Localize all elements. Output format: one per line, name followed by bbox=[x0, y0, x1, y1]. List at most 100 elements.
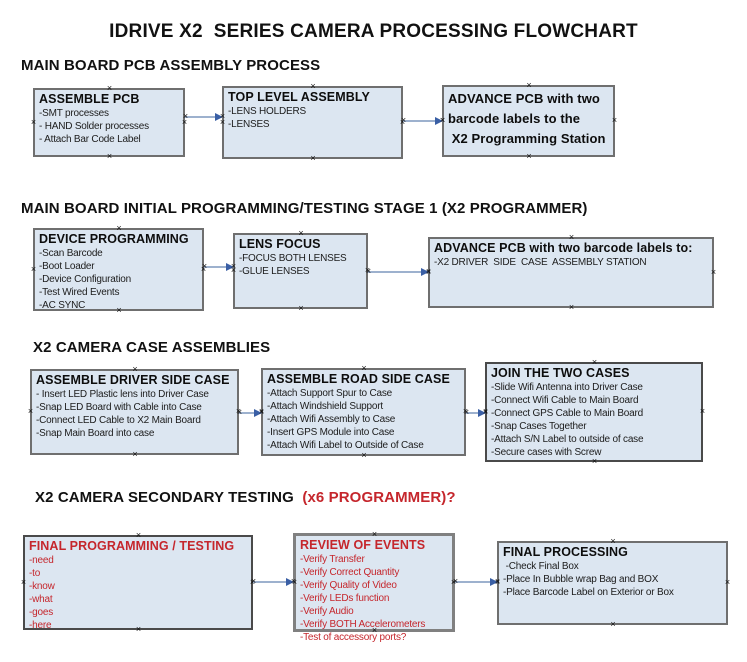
section-heading: MAIN BOARD PCB ASSEMBLY PROCESS bbox=[21, 57, 320, 74]
connector-endpoint-icon: × bbox=[219, 111, 226, 121]
flow-box: ASSEMBLE ROAD SIDE CASE -Attach Support S… bbox=[259, 364, 468, 460]
flow-arrow bbox=[403, 120, 436, 122]
anchor-x-icon: × bbox=[20, 576, 27, 587]
flow-box-line: -what bbox=[29, 594, 53, 605]
flow-box-title: ADVANCE PCB with two barcode labels to: bbox=[434, 241, 693, 255]
flow-box-line: -Attach Wifi Label to Outside of Case bbox=[267, 440, 424, 451]
flow-box: DEVICE PROGRAMMING-Scan Barcode-Boot Loa… bbox=[31, 224, 206, 315]
connector-endpoint-icon: × bbox=[400, 115, 407, 125]
flow-box-line: -X2 DRIVER SIDE CASE ASSEMBLY STATION bbox=[434, 257, 647, 268]
flow-box-line: - Attach Bar Code Label bbox=[39, 134, 141, 145]
flow-box-line: - HAND Solder processes bbox=[39, 121, 149, 132]
anchor-x-icon: × bbox=[106, 151, 113, 161]
flow-box-line: -know bbox=[29, 581, 55, 592]
flow-box: FINAL PROCESSING -Check Final Box -Place … bbox=[495, 537, 730, 629]
flow-box-title: FINAL PROCESSING bbox=[503, 545, 628, 559]
connector-endpoint-icon: × bbox=[258, 407, 265, 417]
flow-box: TOP LEVEL ASSEMBLY-LENS HOLDERS-LENSES××… bbox=[220, 82, 405, 163]
flow-box-line: -Snap Main Board into case bbox=[36, 428, 155, 439]
flow-box: JOIN THE TWO CASES-Slide Wifi Antenna in… bbox=[483, 358, 705, 466]
anchor-x-icon: × bbox=[568, 302, 575, 312]
flow-box-line: -Test of accessory ports? bbox=[300, 632, 407, 643]
arrow-head-icon bbox=[478, 409, 486, 417]
flow-box-line: -Attach Support Spur to Case bbox=[267, 388, 393, 399]
connector-endpoint-icon: × bbox=[425, 266, 432, 276]
connector-endpoint-icon: × bbox=[365, 266, 372, 276]
connector-endpoint-icon: × bbox=[463, 407, 470, 417]
flow-box-line: -SMT processes bbox=[39, 108, 109, 119]
flow-box-line: -Connect LED Cable to X2 Main Board bbox=[36, 415, 201, 426]
flow-box: ASSEMBLE PCB-SMT processes- HAND Solder … bbox=[31, 84, 187, 161]
flow-box-line: -LENSES bbox=[228, 119, 270, 130]
flow-box-line: -AC SYNC bbox=[39, 300, 86, 311]
flow-box-line: -Device Configuration bbox=[39, 274, 131, 285]
flow-box-line: -Verify LEDs function bbox=[300, 593, 390, 604]
page-title: IDRIVE X2 SERIES CAMERA PROCESSING FLOWC… bbox=[109, 21, 638, 42]
connector-endpoint-icon: × bbox=[439, 115, 446, 125]
section-heading: MAIN BOARD INITIAL PROGRAMMING/TESTING S… bbox=[21, 200, 588, 217]
flow-box-line: -goes bbox=[29, 607, 54, 618]
connector-endpoint-icon: × bbox=[201, 261, 208, 271]
anchor-x-icon: × bbox=[610, 619, 616, 629]
flow-box-line: -LENS HOLDERS bbox=[228, 106, 306, 117]
connector-endpoint-icon: × bbox=[482, 407, 489, 417]
connector-endpoint-icon: × bbox=[290, 576, 297, 586]
flow-box-line: -Verify Audio bbox=[300, 606, 354, 617]
anchor-x-icon: × bbox=[310, 153, 316, 163]
anchor-x-icon: × bbox=[699, 406, 706, 416]
flow-arrow bbox=[368, 271, 422, 273]
flow-box-line: -GLUE LENSES bbox=[239, 266, 310, 277]
anchor-x-icon: × bbox=[298, 303, 304, 313]
flow-arrow bbox=[253, 581, 287, 583]
flow-box-line: -Snap Cases Together bbox=[491, 421, 587, 432]
flow-box: LENS FOCUS -FOCUS BOTH LENSES -GLUE LENSES… bbox=[231, 229, 370, 313]
flow-box-title: LENS FOCUS bbox=[239, 237, 321, 251]
flow-box-line: -Insert GPS Module into Case bbox=[267, 427, 395, 438]
flow-box-title: ASSEMBLE ROAD SIDE CASE bbox=[267, 372, 450, 386]
flow-box-title: ASSEMBLE DRIVER SIDE CASE bbox=[36, 373, 230, 387]
anchor-x-icon: × bbox=[132, 449, 138, 459]
connector-endpoint-icon: × bbox=[230, 261, 237, 271]
arrow-head-icon bbox=[254, 409, 262, 417]
section-heading-text: MAIN BOARD INITIAL PROGRAMMING/TESTING S… bbox=[21, 200, 588, 217]
flow-box-line: -Attach Windshield Support bbox=[267, 401, 383, 412]
flow-box-line: -FOCUS BOTH LENSES bbox=[239, 253, 347, 264]
section-heading: X2 CAMERA SECONDARY TESTING (x6 PROGRAMM… bbox=[35, 489, 456, 506]
anchor-x-icon: × bbox=[361, 450, 367, 460]
anchor-x-icon: × bbox=[30, 116, 37, 127]
anchor-x-icon: × bbox=[27, 406, 34, 416]
section-heading-text: MAIN BOARD PCB ASSEMBLY PROCESS bbox=[21, 57, 321, 74]
flow-box-line: -Test Wired Events bbox=[39, 287, 120, 298]
section-heading: X2 CAMERA CASE ASSEMBLIES bbox=[33, 339, 270, 356]
arrow-head-icon bbox=[226, 263, 234, 271]
section-heading-text: X2 CAMERA SECONDARY TESTING bbox=[35, 489, 299, 506]
flow-box-line: -Scan Barcode bbox=[39, 248, 103, 259]
flow-box: ASSEMBLE DRIVER SIDE CASE- Insert LED Pl… bbox=[28, 365, 241, 459]
connector-endpoint-icon: × bbox=[236, 407, 243, 417]
flow-box-line: -Place Barcode Label on Exterior or Box bbox=[503, 587, 674, 598]
flow-arrow bbox=[466, 412, 479, 414]
arrow-head-icon bbox=[435, 117, 443, 125]
flow-box: REVIEW OF EVENTS-Verify Transfer-Verify … bbox=[292, 530, 456, 644]
flow-arrow bbox=[185, 116, 216, 118]
connector-endpoint-icon: × bbox=[494, 576, 501, 586]
anchor-x-icon: × bbox=[611, 115, 618, 125]
flow-box-line: -Attach S/N Label to outside of case bbox=[491, 434, 644, 445]
flow-box: ADVANCE PCB with two barcode labels to: -… bbox=[426, 233, 716, 312]
arrow-head-icon bbox=[490, 578, 498, 586]
anchor-x-icon: × bbox=[710, 266, 717, 277]
flow-box-title: X2 Programming Station bbox=[448, 131, 606, 146]
arrow-head-icon bbox=[286, 578, 294, 586]
flow-box-title: barcode labels to the bbox=[448, 111, 581, 126]
flow-box-line: -Attach Wifi Assembly to Case bbox=[267, 414, 396, 425]
anchor-x-icon: × bbox=[724, 577, 731, 587]
flow-box-title: DEVICE PROGRAMMING bbox=[39, 232, 189, 246]
flow-box-title: FINAL PROGRAMMING / TESTING bbox=[29, 539, 235, 553]
flow-box: FINAL PROGRAMMING / TESTING-need-to-know… bbox=[21, 531, 255, 634]
flow-box-line: -Slide Wifi Antenna into Driver Case bbox=[491, 382, 643, 393]
flow-box-line: -Check Final Box bbox=[503, 561, 579, 572]
section-heading-text: X2 CAMERA CASE ASSEMBLIES bbox=[33, 339, 271, 356]
flow-box-line: -Verify BOTH Accelerometers bbox=[300, 619, 426, 630]
flow-box-line: -Verify Quality of Video bbox=[300, 580, 397, 591]
